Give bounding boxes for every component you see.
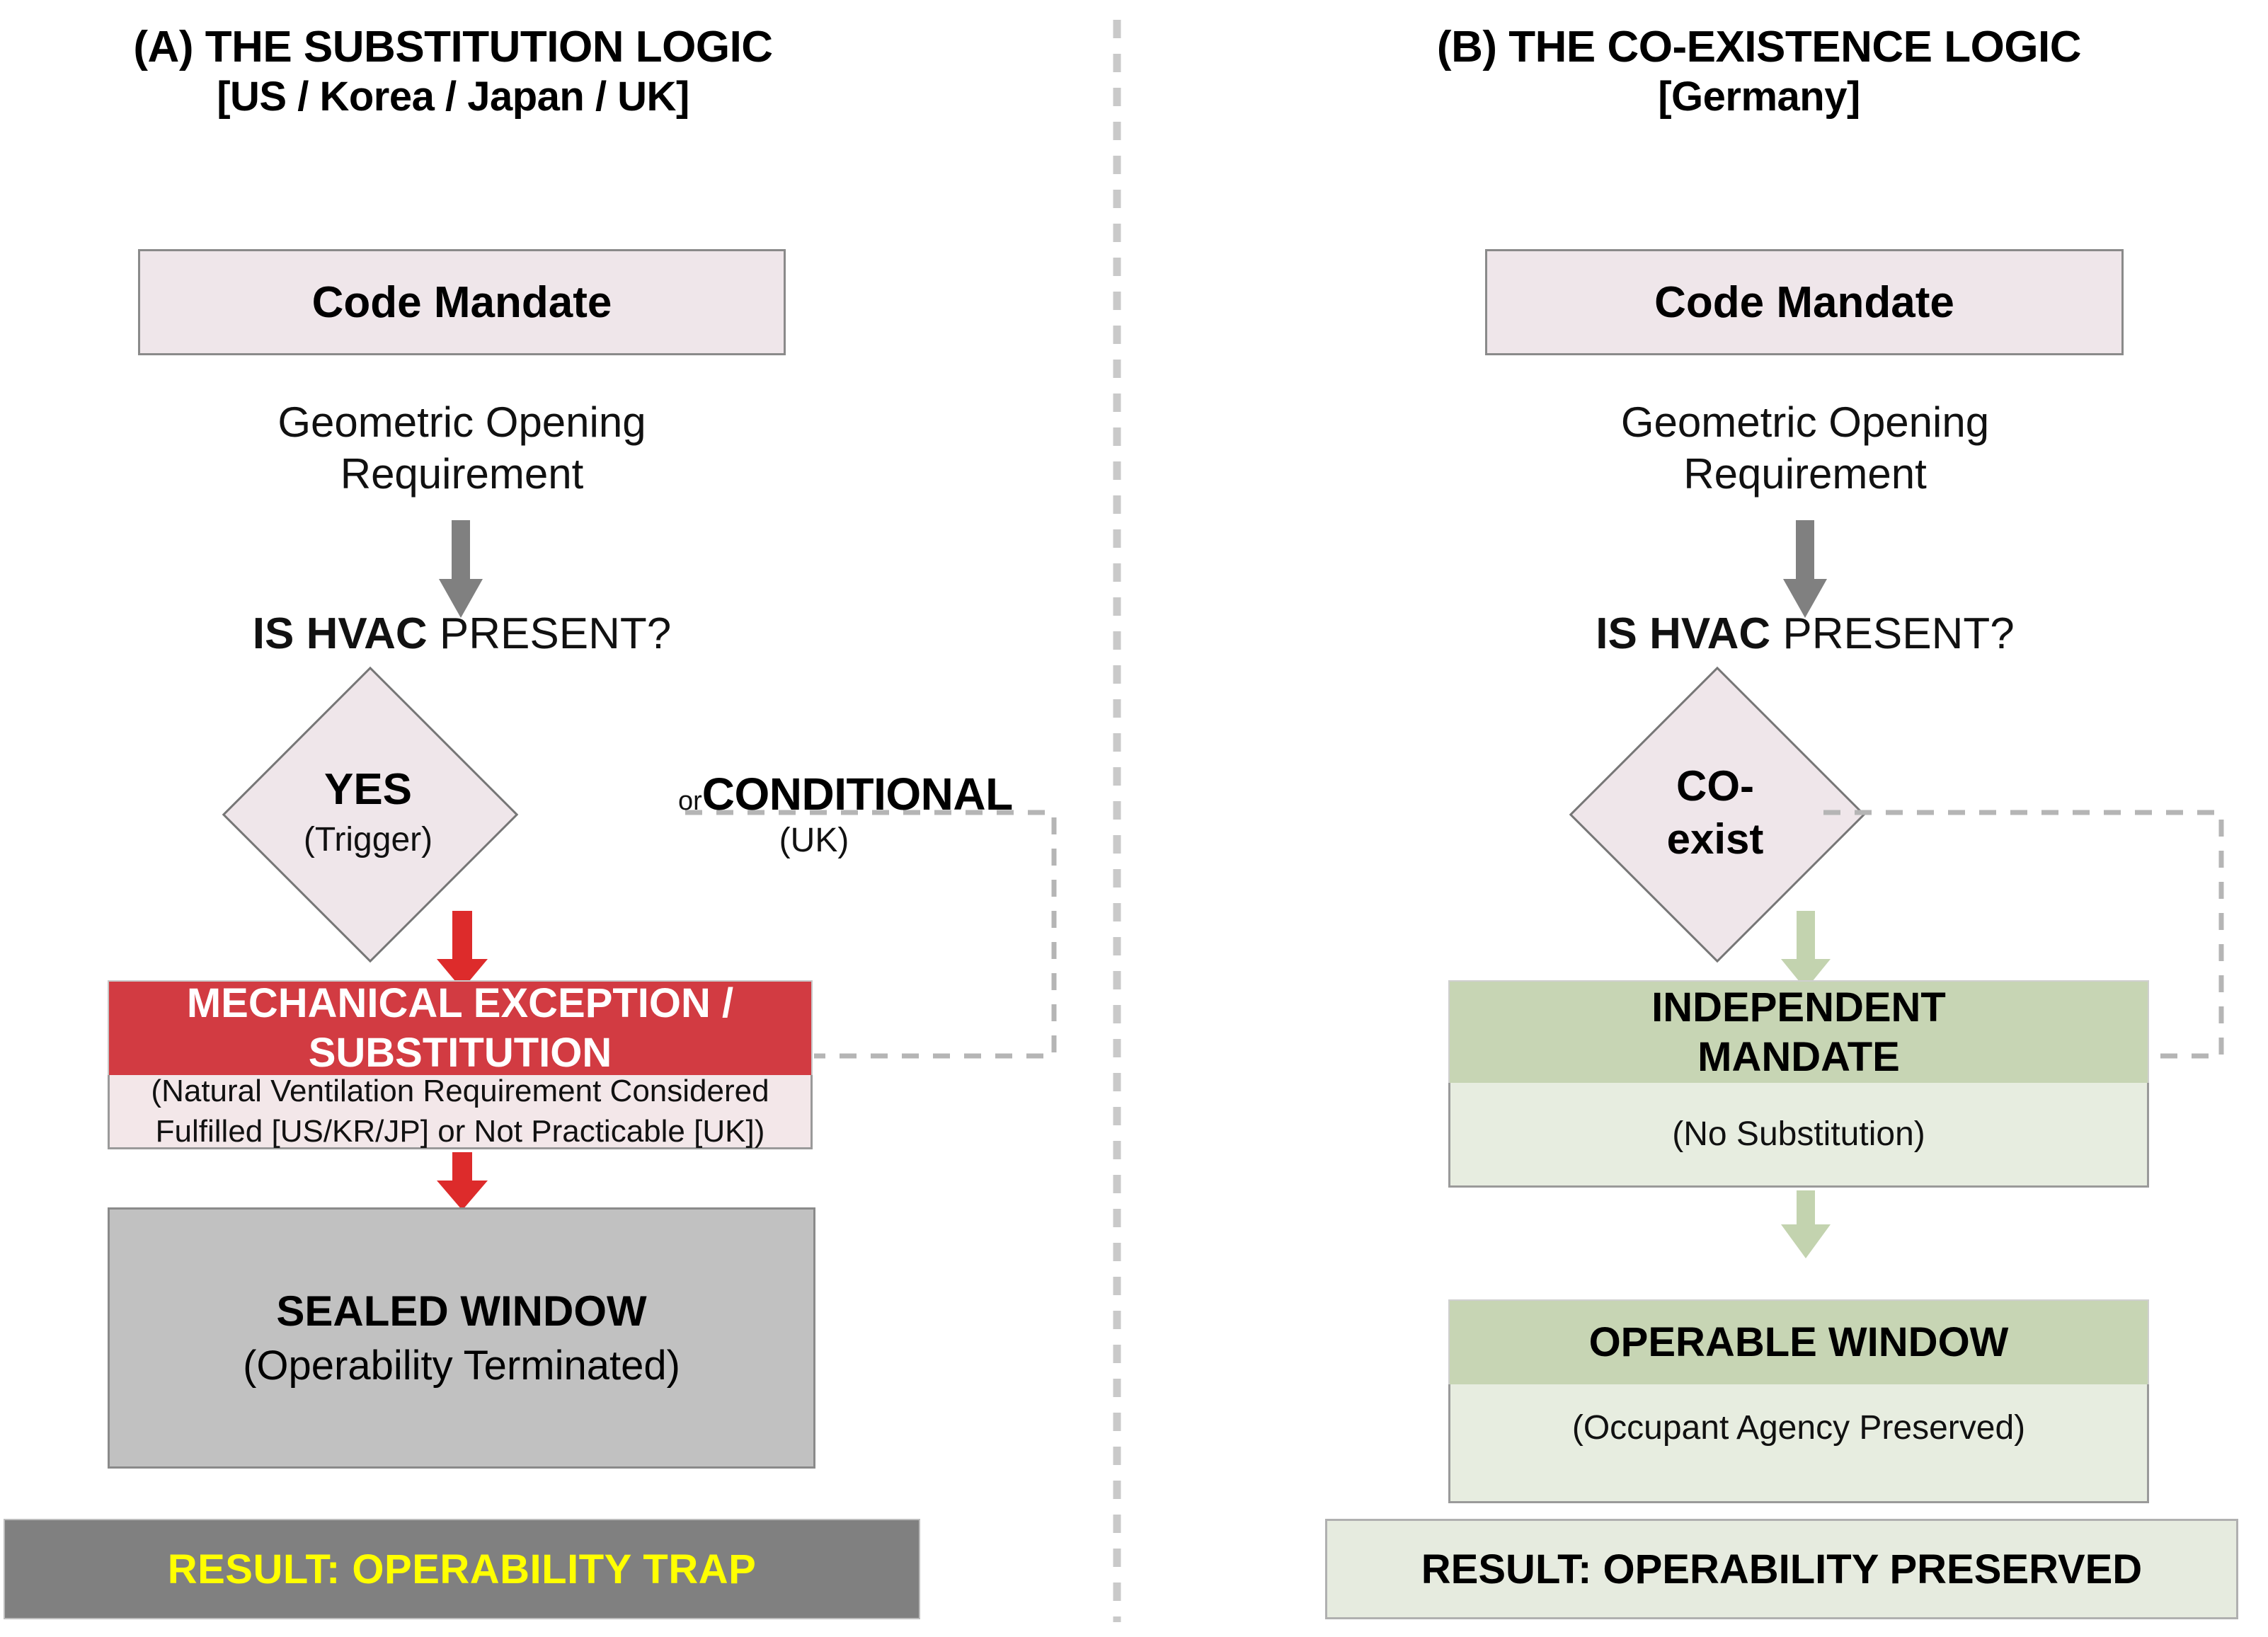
- requirement-text-a: Geometric Opening Requirement: [106, 396, 818, 500]
- green-down-arrow-b1: [1781, 911, 1831, 989]
- hvac-question-a: IS HVAC PRESENT?: [106, 609, 818, 659]
- independent-mandate-head-b: INDEPENDENT MANDATE: [1448, 980, 2149, 1083]
- panel-a-title-main: (A) THE SUBSTITUTION LOGIC: [133, 23, 773, 71]
- result-banner-b: RESULT: OPERABILITY PRESERVED: [1325, 1519, 2238, 1619]
- requirement-line1-b: Geometric Opening: [1620, 398, 1990, 446]
- hvac-question-b: IS HVAC PRESENT?: [1451, 609, 2159, 659]
- independent-mandate-line1-b: INDEPENDENT: [1651, 984, 1946, 1030]
- sealed-window-box-a: SEALED WINDOW (Operability Terminated): [108, 1207, 815, 1469]
- independent-mandate-line2-b: MANDATE: [1697, 1033, 1900, 1080]
- code-mandate-label-b: Code Mandate: [1654, 277, 1954, 327]
- requirement-line2-a: Requirement: [340, 450, 584, 498]
- code-mandate-box-b: Code Mandate: [1485, 249, 2124, 355]
- result-banner-label-a: RESULT: OPERABILITY TRAP: [167, 1546, 757, 1592]
- operable-window-head-b: OPERABLE WINDOW: [1448, 1299, 2149, 1384]
- sealed-window-subtitle-a: (Operability Terminated): [243, 1342, 680, 1389]
- requirement-text-b: Geometric Opening Requirement: [1451, 396, 2159, 500]
- hvac-question-rest-b: PRESENT?: [1770, 609, 2015, 658]
- requirement-line2-b: Requirement: [1683, 450, 1927, 498]
- decision-diamond-shape-b: [1569, 666, 1866, 963]
- decision-diamond-shape-a: [222, 666, 519, 963]
- gray-down-arrow-b: [1783, 520, 1827, 618]
- hvac-question-bold-a: IS HVAC: [252, 609, 428, 658]
- decision-diamond-a: [222, 666, 519, 963]
- panel-a-title: (A) THE SUBSTITUTION LOGIC [US / Korea /…: [42, 21, 864, 122]
- operable-window-note-b: (Occupant Agency Preserved): [1448, 1384, 2149, 1503]
- result-banner-a: RESULT: OPERABILITY TRAP: [4, 1519, 920, 1619]
- mechanical-exception-note2-a: Fulfilled [US/KR/JP] or Not Practicable …: [155, 1114, 765, 1149]
- independent-mandate-note1-b: (No Substitution): [1672, 1115, 1925, 1153]
- conditional-strong-a: CONDITIONAL: [701, 769, 1013, 820]
- result-banner-label-b: RESULT: OPERABILITY PRESERVED: [1421, 1546, 2143, 1592]
- mechanical-exception-line1-a: MECHANICAL EXCEPTION /: [186, 980, 734, 1027]
- panel-b-title: (B) THE CO-EXISTENCE LOGIC [Germany]: [1345, 21, 2173, 122]
- mechanical-exception-note-a: (Natural Ventilation Requirement Conside…: [108, 1074, 813, 1149]
- mechanical-exception-note1-a: (Natural Ventilation Requirement Conside…: [151, 1073, 769, 1108]
- hvac-question-bold-b: IS HVAC: [1596, 609, 1771, 658]
- panel-b-title-main: (B) THE CO-EXISTENCE LOGIC: [1436, 23, 2082, 71]
- mechanical-exception-head-a: MECHANICAL EXCEPTION / SUBSTITUTION: [108, 980, 813, 1076]
- independent-mandate-note-b: (No Substitution): [1448, 1083, 2149, 1188]
- conditional-sub-a: (UK): [779, 822, 849, 859]
- operable-window-title-b: OPERABLE WINDOW: [1588, 1319, 2009, 1366]
- green-down-arrow-b2: [1781, 1190, 1831, 1258]
- decision-diamond-b: [1569, 666, 1866, 963]
- mechanical-exception-line2-a: SUBSTITUTION: [308, 1030, 612, 1076]
- conditional-or-a: or: [678, 786, 702, 816]
- panel-a-title-sub: [US / Korea / Japan / UK]: [217, 74, 689, 120]
- requirement-line1-a: Geometric Opening: [277, 398, 646, 446]
- hvac-question-rest-a: PRESENT?: [427, 609, 672, 658]
- operable-window-subtitle-b: (Occupant Agency Preserved): [1571, 1409, 2026, 1447]
- conditional-label-a: orCONDITIONAL: [678, 768, 1013, 820]
- gray-down-arrow-a: [439, 520, 483, 618]
- red-down-arrow-a2: [437, 1152, 488, 1210]
- panel-b-title-sub: [Germany]: [1658, 74, 1860, 120]
- red-down-arrow-a1: [437, 911, 488, 989]
- sealed-window-title-a: SEALED WINDOW: [276, 1287, 647, 1335]
- code-mandate-box-a: Code Mandate: [138, 249, 786, 355]
- code-mandate-label-a: Code Mandate: [311, 277, 612, 327]
